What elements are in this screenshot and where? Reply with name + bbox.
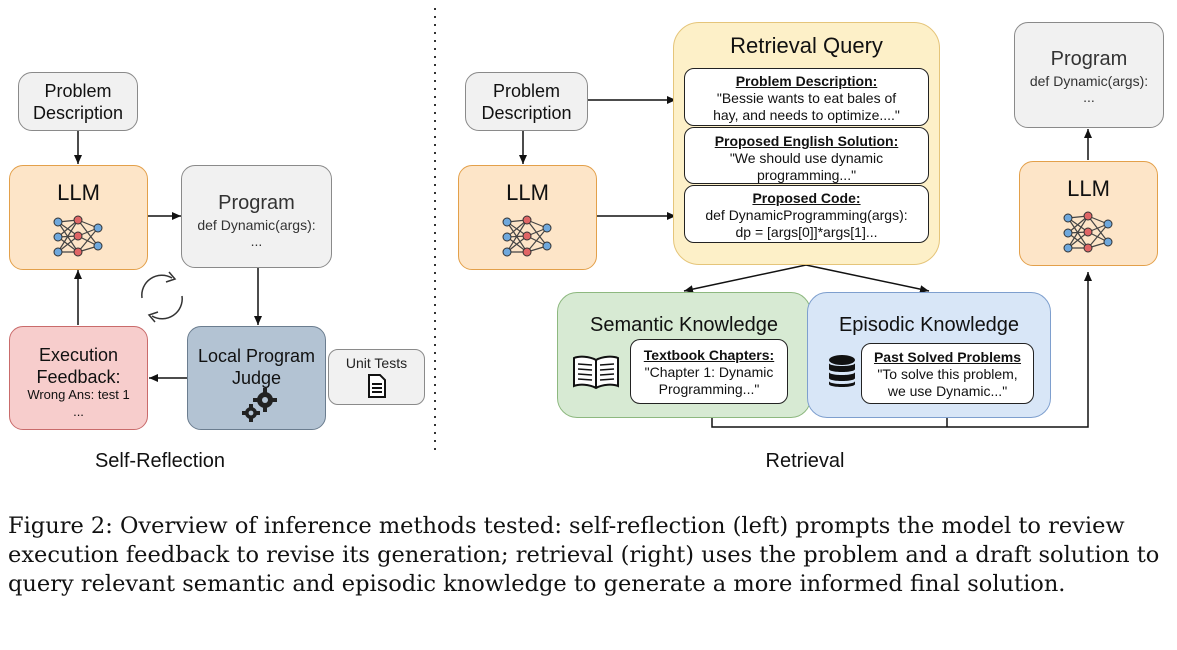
- neural-network-icon: [1063, 211, 1113, 253]
- program-ellipsis: ...: [250, 233, 263, 249]
- episodic-knowledge-box: Episodic Knowledge Past Solved Problems …: [807, 292, 1051, 418]
- semantic-knowledge-title: Semantic Knowledge: [590, 314, 778, 336]
- llm-label: LLM: [1067, 176, 1110, 201]
- past-solved-problems-text: "To solve this problem, we use Dynamic..…: [877, 366, 1018, 399]
- problem-description-box-left: Problem Description: [18, 72, 138, 131]
- program-title: Program: [218, 192, 295, 214]
- feedback-ellipsis: ...: [73, 404, 84, 419]
- textbook-chapters-text: "Chapter 1: Dynamic Programming...": [644, 364, 774, 397]
- proposed-code-text: def DynamicProgramming(args): dp = [args…: [705, 207, 908, 240]
- past-solved-problems-card: Past Solved Problems "To solve this prob…: [861, 343, 1034, 404]
- figure-caption: Figure 2: Overview of inference methods …: [8, 513, 1160, 597]
- llm-box-right-input: LLM: [458, 165, 597, 270]
- llm-box-left: LLM: [9, 165, 148, 270]
- program-code: def Dynamic(args):: [1029, 73, 1149, 89]
- proposed-english-solution-card: Proposed English Solution: "We should us…: [684, 127, 929, 184]
- execution-feedback-box: Execution Feedback: Wrong Ans: test 1 ..…: [9, 326, 148, 430]
- retrieval-query-title: Retrieval Query: [730, 33, 883, 58]
- neural-network-icon: [53, 215, 103, 257]
- problem-description-box-right: Problem Description: [465, 72, 588, 131]
- problem-description-card: Problem Description: "Bessie wants to ea…: [684, 68, 929, 126]
- gears-icon: [242, 388, 277, 422]
- open-book-icon: [573, 355, 619, 390]
- problem-description-card-title: Problem Description:: [735, 73, 878, 89]
- document-icon: [368, 374, 386, 398]
- llm-box-right-output: LLM: [1019, 161, 1158, 266]
- feedback-title: Execution Feedback:: [36, 345, 121, 387]
- episodic-knowledge-title: Episodic Knowledge: [838, 314, 1020, 336]
- database-icon: [829, 355, 855, 387]
- retrieval-query-box: Retrieval Query Problem Description: "Be…: [673, 22, 940, 265]
- problem-description-card-text: "Bessie wants to eat bales of hay, and n…: [713, 90, 900, 123]
- feedback-text: Wrong Ans: test 1: [27, 387, 130, 402]
- llm-label: LLM: [57, 180, 100, 205]
- program-code: def Dynamic(args):: [197, 217, 316, 233]
- program-box-left: Program def Dynamic(args): ...: [181, 165, 332, 268]
- proposed-code-card: Proposed Code: def DynamicProgramming(ar…: [684, 185, 929, 243]
- program-ellipsis: ...: [1083, 89, 1095, 105]
- refresh-cycle-icon: [141, 271, 183, 323]
- problem-description-label: Problem Description: [32, 80, 124, 123]
- problem-description-label: Problem Description: [481, 80, 572, 123]
- proposed-english-solution-title: Proposed English Solution:: [714, 133, 899, 149]
- proposed-code-title: Proposed Code:: [752, 190, 861, 206]
- llm-label: LLM: [506, 180, 549, 205]
- local-program-judge-box: Local Program Judge: [187, 326, 326, 430]
- semantic-knowledge-box: Semantic Knowledge Textbook Chapters: "C…: [557, 292, 811, 418]
- unit-tests-box: Unit Tests: [328, 349, 425, 405]
- arrow-query-to-semantic: [683, 264, 807, 294]
- program-box-right: Program def Dynamic(args): ...: [1014, 22, 1164, 128]
- arrow-query-to-episodic: [805, 264, 930, 294]
- self-reflection-label: Self-Reflection: [94, 450, 226, 472]
- judge-label: Local Program Judge: [197, 346, 316, 388]
- proposed-english-solution-text: "We should use dynamic programming...": [729, 150, 884, 183]
- textbook-chapters-title: Textbook Chapters:: [643, 347, 775, 363]
- program-title: Program: [1050, 48, 1128, 70]
- textbook-chapters-card: Textbook Chapters: "Chapter 1: Dynamic P…: [630, 339, 788, 404]
- past-solved-problems-title: Past Solved Problems: [873, 349, 1022, 365]
- unit-tests-label: Unit Tests: [345, 355, 408, 371]
- neural-network-icon: [502, 215, 552, 257]
- retrieval-label: Retrieval: [765, 450, 845, 472]
